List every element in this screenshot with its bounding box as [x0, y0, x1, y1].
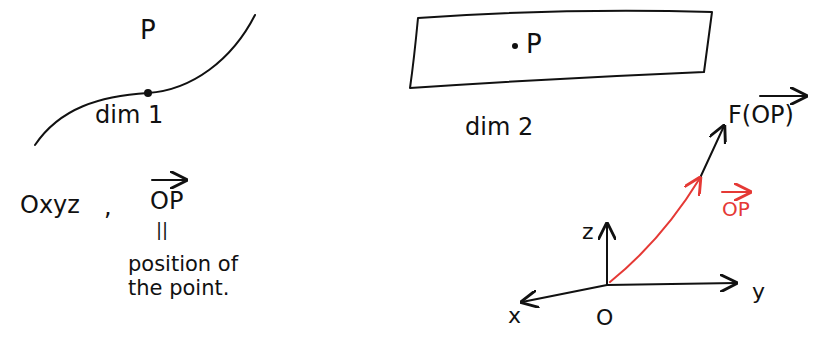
point-label: P: [140, 16, 156, 45]
vector-label: OP: [722, 198, 750, 220]
vector-label: F(OP): [728, 102, 794, 128]
axis-label: z: [582, 220, 594, 244]
dimension-label: dim 1: [95, 102, 163, 128]
axis-label: x: [508, 304, 521, 328]
frame-label: Oxyz: [20, 192, 80, 218]
note: position of the point.: [128, 252, 258, 300]
point-label: P: [526, 30, 542, 59]
y-axis: [607, 283, 736, 285]
point: [144, 89, 152, 97]
x-axis: [522, 285, 607, 302]
z-axis: [606, 224, 608, 285]
origin-label: O: [596, 306, 613, 330]
point: [512, 43, 518, 49]
force-vector: [700, 126, 724, 178]
position-vector: [610, 178, 700, 282]
curve: [35, 15, 255, 145]
surface: [410, 11, 712, 88]
equals-sign: ||: [156, 220, 168, 240]
punctuation: ,: [104, 194, 112, 220]
dimension-label: dim 2: [465, 114, 533, 140]
vector-label: OP: [150, 188, 183, 214]
axis-label: y: [752, 280, 765, 304]
